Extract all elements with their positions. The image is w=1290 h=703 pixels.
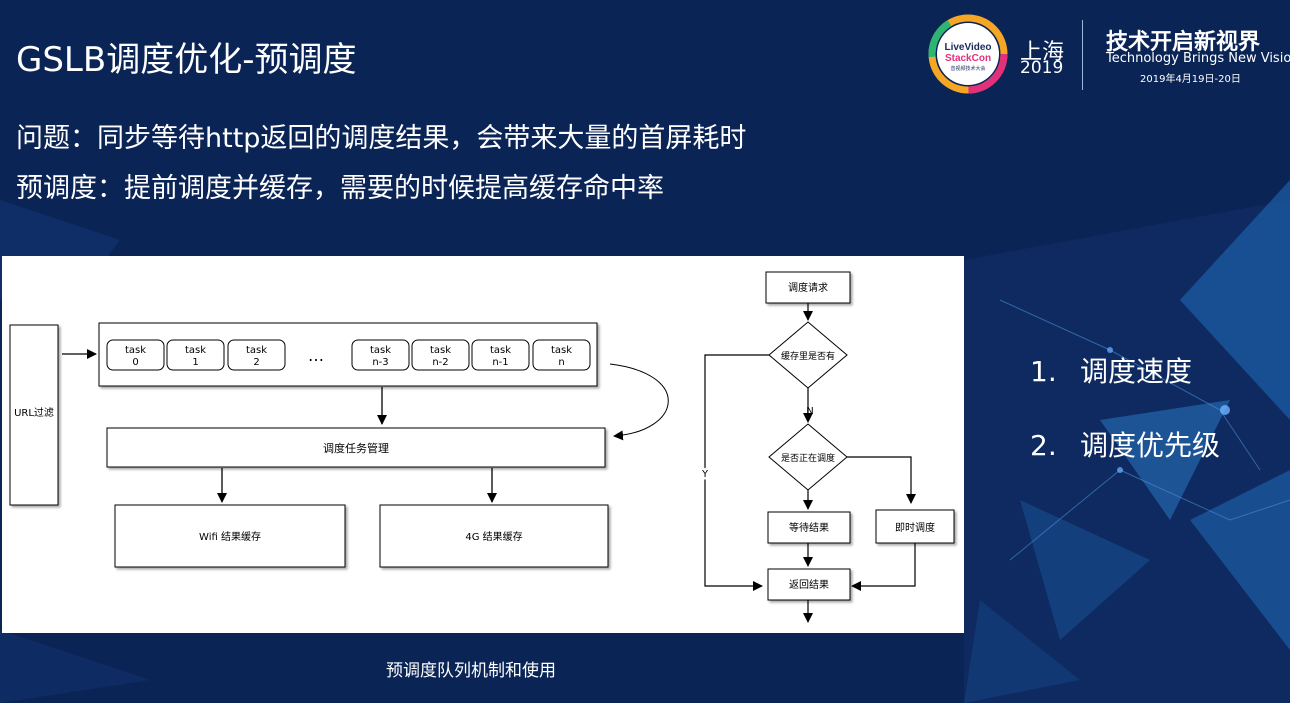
dispatch-manager-label: 调度任务管理 xyxy=(323,441,389,455)
task-box-rect xyxy=(471,339,530,371)
task-label: task xyxy=(430,345,451,356)
logo-text-sub: 音视频技术大会 xyxy=(950,65,985,72)
task-box-rect xyxy=(411,339,470,371)
task-index: n-1 xyxy=(492,357,508,368)
logo-text-line1: LiveVideo xyxy=(944,42,991,53)
dispatch-manager-box xyxy=(106,427,606,468)
url-filter-label: URL过滤 xyxy=(14,406,54,419)
flow-request-label: 调度请求 xyxy=(788,281,828,294)
slide-title: GSLB调度优化-预调度 xyxy=(16,40,357,80)
flow-return-box xyxy=(767,568,851,601)
conference-city: 上海 xyxy=(1020,40,1065,65)
key-point-1-text: 调度速度 xyxy=(1080,355,1193,388)
flow-immediate-box xyxy=(875,509,955,544)
conference-slogan: 技术开启新视界 xyxy=(1106,30,1261,55)
key-point-1-number: 1. xyxy=(1030,355,1057,388)
flow-immediate-label: 即时调度 xyxy=(895,521,935,534)
task-box-rect xyxy=(166,339,225,371)
task-box-rect xyxy=(227,339,286,371)
header-divider xyxy=(1082,20,1083,90)
task-index: 1 xyxy=(192,357,198,368)
flow-no-label: N xyxy=(806,406,813,417)
flow-arrow-immediate xyxy=(847,456,916,504)
task-label: task xyxy=(185,345,206,356)
flow-cache-check-label: 缓存里是否有 xyxy=(781,350,835,362)
task-label: task xyxy=(125,345,146,356)
url-filter-box xyxy=(9,324,59,506)
flow-arrow-yes xyxy=(704,354,769,591)
wifi-cache-label: Wifi 结果缓存 xyxy=(199,530,261,543)
task-label: task xyxy=(551,345,572,356)
key-point-1: 1. 调度速度 xyxy=(1030,350,1192,390)
task-label: task xyxy=(246,345,267,356)
cache-4g-label: 4G 结果缓存 xyxy=(465,530,522,543)
predispatch-statement: 预调度：提前调度并缓存，需要的时候提高缓存命中率 xyxy=(16,173,664,204)
flow-return-label: 返回结果 xyxy=(789,578,829,591)
queue-loop-arrow xyxy=(609,363,669,441)
task-label: task xyxy=(490,345,511,356)
task-index: n-2 xyxy=(432,357,448,368)
flow-yes-label: Y xyxy=(701,469,709,480)
logo-text-line2: StackCon xyxy=(945,53,991,64)
task-box-rect xyxy=(106,339,165,371)
queue-diagram: URL过滤 task0task1task2taskn-3taskn-2taskn… xyxy=(9,322,669,568)
conference-slogan-en: Technology Brings New Vision xyxy=(1106,51,1290,66)
key-point-2-text: 调度优先级 xyxy=(1080,429,1221,462)
task-index: 0 xyxy=(132,357,138,368)
task-index: n xyxy=(558,357,564,368)
conference-dates: 2019年4月19日-20日 xyxy=(1140,74,1241,85)
task-box-rect xyxy=(351,339,410,371)
flow-request-box xyxy=(765,271,851,304)
problem-statement: 问题：同步等待http返回的调度结果，会带来大量的首屏耗时 xyxy=(16,123,747,154)
flow-arrow-immediate-to-return xyxy=(851,543,916,591)
flow-wait-box xyxy=(767,511,851,544)
task-box-rect xyxy=(532,339,591,371)
task-list: task0task1task2taskn-3taskn-2taskn-1task… xyxy=(106,339,591,371)
wifi-cache-box xyxy=(114,504,346,568)
key-point-2-number: 2. xyxy=(1030,429,1057,462)
predispatch-flowchart: 调度请求 缓存里是否有 N Y 是否正在调度 等待结果 即时调度 返回结果 xyxy=(698,271,955,623)
key-point-2: 2. 调度优先级 xyxy=(1030,424,1220,464)
flow-wait-label: 等待结果 xyxy=(789,521,829,534)
conference-logo: LiveVideo StackCon 音视频技术大会 xyxy=(928,14,1008,94)
queue-ellipsis: … xyxy=(308,346,324,365)
conference-year: 2019 xyxy=(1020,58,1064,78)
task-label: task xyxy=(370,345,391,356)
cache-4g-box xyxy=(379,504,609,568)
task-index: n-3 xyxy=(372,357,388,368)
diagram-caption: 预调度队列机制和使用 xyxy=(386,661,556,681)
flow-dispatching-label: 是否正在调度 xyxy=(781,452,835,464)
task-index: 2 xyxy=(253,357,259,368)
